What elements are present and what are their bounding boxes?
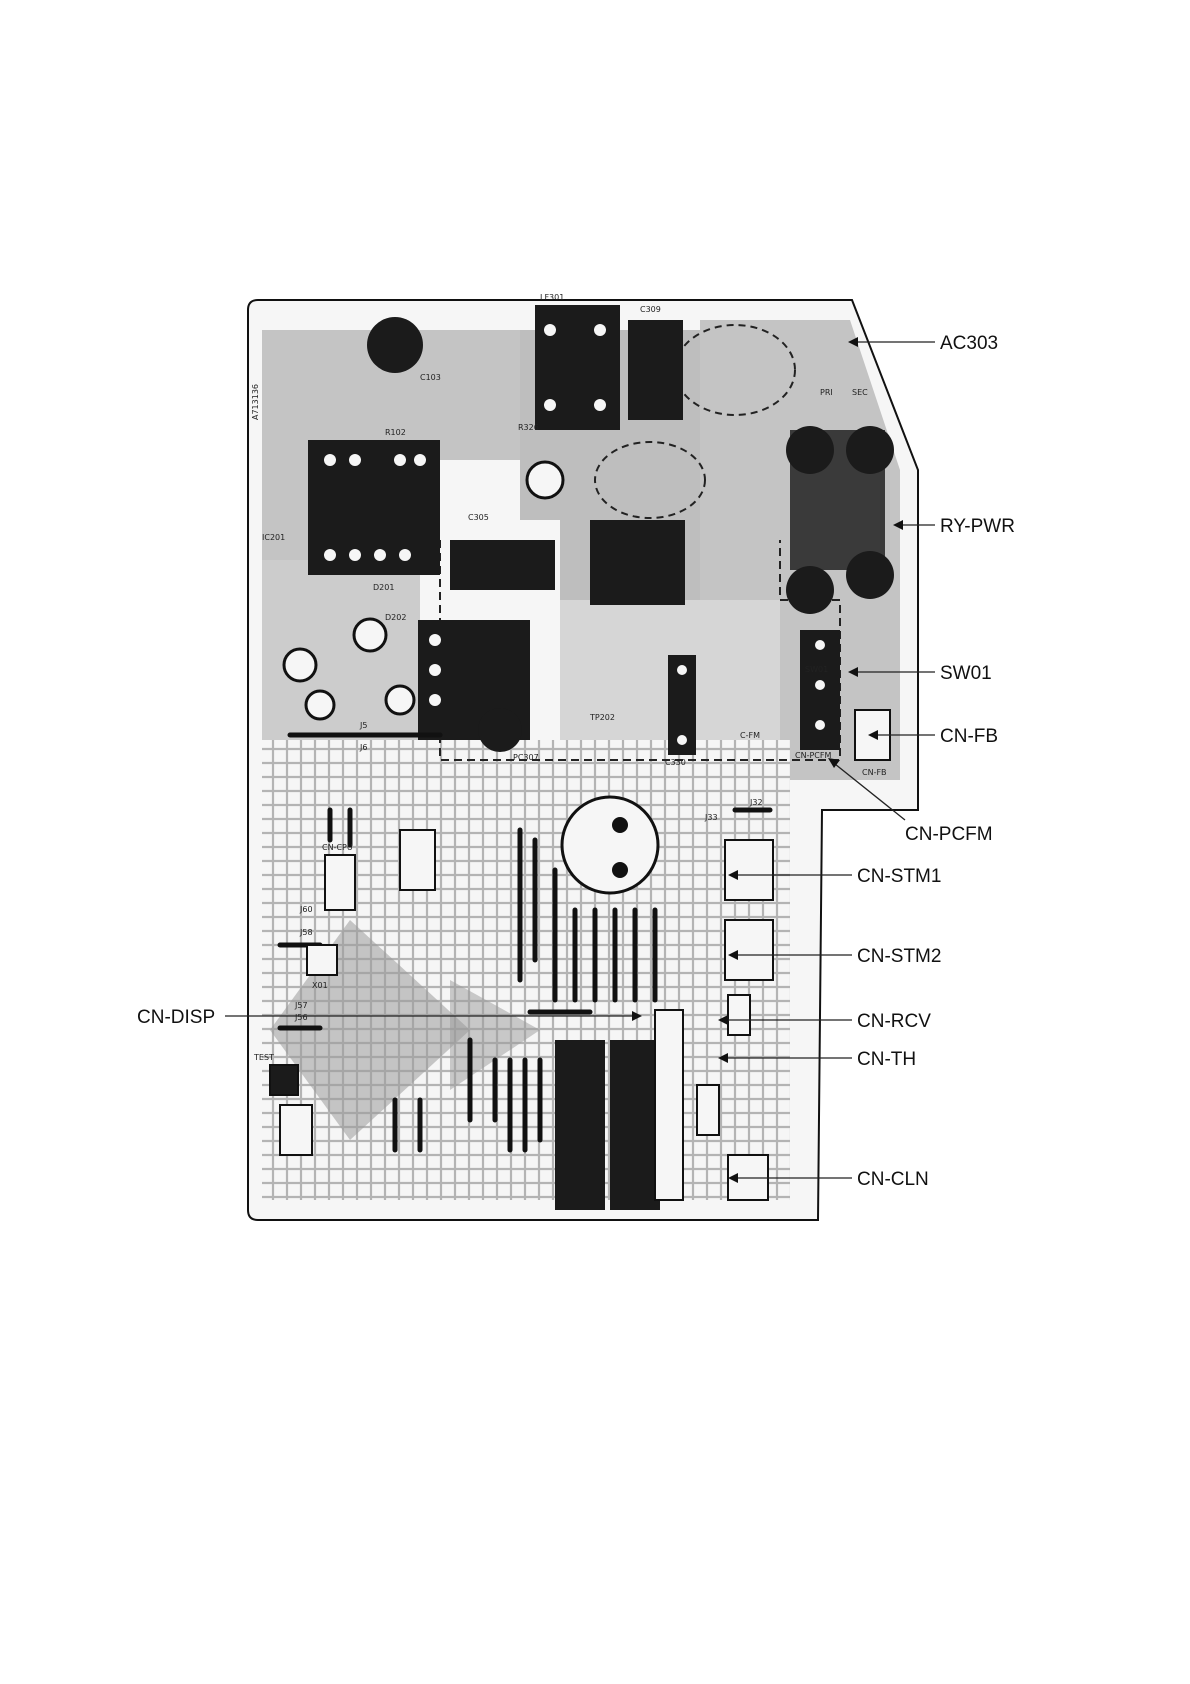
silk-test: TEST	[253, 1053, 274, 1062]
ic-large-2	[610, 1040, 660, 1210]
silk-tp202: TP202	[589, 713, 615, 722]
silk-pri: PRI	[820, 388, 833, 397]
silk-lf301: LF301	[540, 293, 564, 302]
relay-coil-3	[786, 566, 834, 614]
connector-cn-th	[697, 1085, 719, 1135]
label-ry-pwr: RY-PWR	[940, 516, 1015, 537]
connector-cn-cpu	[325, 855, 355, 910]
silk-ic201: IC201	[262, 533, 285, 542]
small-cap-1	[284, 649, 316, 681]
silk-j5: J5	[359, 721, 367, 730]
bridge-pad-2	[612, 862, 628, 878]
silk-cn-fb: CN-FB	[862, 768, 887, 777]
silk-c103: C103	[420, 373, 441, 382]
silk-cn-cpu: CN-CPU	[322, 843, 353, 852]
silk-c309: C309	[640, 305, 661, 314]
silk-sw01: SW01	[805, 665, 828, 674]
relay-coil-2	[846, 426, 894, 474]
silk-c-fm: C-FM	[740, 731, 760, 740]
silk-pc307: PC307	[513, 753, 539, 762]
label-ac303: AC303	[940, 333, 998, 354]
label-cn-cln: CN-CLN	[857, 1169, 929, 1190]
small-cap-3	[386, 686, 414, 714]
electrolytic-capacitor-c103	[367, 317, 423, 373]
silk-x01: X01	[312, 981, 328, 990]
silk-j58: J58	[299, 928, 313, 937]
silk-cn-pcfm: CN-PCFM	[795, 751, 831, 760]
bridge-pad-1	[612, 817, 628, 833]
cap-near-r326	[527, 462, 563, 498]
crystal-x01	[307, 945, 337, 975]
silk-j6: J6	[359, 743, 367, 752]
connector-cn-wodc	[280, 1105, 312, 1155]
label-cn-stm2: CN-STM2	[857, 946, 941, 967]
silk-r102: R102	[385, 428, 406, 437]
small-cap-4	[306, 691, 334, 719]
ic-small	[400, 830, 435, 890]
block-sec-pri	[450, 540, 555, 590]
silk-j32: J32	[749, 798, 763, 807]
silk-d201: D201	[373, 583, 394, 592]
transistor-pcb307	[478, 708, 522, 752]
silk-j57: J57	[294, 1001, 308, 1010]
connector-cn-stm1	[725, 840, 773, 900]
relay-coil-1	[786, 426, 834, 474]
bridge-capacitor	[562, 797, 658, 893]
silk-d202: D202	[385, 613, 406, 622]
silk-j33: J33	[704, 813, 718, 822]
label-cn-pcfm: CN-PCFM	[905, 824, 993, 845]
test-pad	[270, 1065, 298, 1095]
silk-j56: J56	[294, 1013, 308, 1022]
relay-coil-4	[846, 551, 894, 599]
label-cn-th: CN-TH	[857, 1049, 916, 1070]
label-cn-disp: CN-DISP	[137, 1007, 215, 1028]
silk-j60: J60	[299, 905, 313, 914]
connector-cn-disp	[655, 1010, 683, 1200]
label-cn-stm1: CN-STM1	[857, 866, 941, 887]
label-sw01: SW01	[940, 663, 992, 684]
line-filter-lf301	[535, 305, 620, 430]
silk-sec: SEC	[852, 388, 868, 397]
small-cap-2	[354, 619, 386, 651]
silk-c305: C305	[468, 513, 489, 522]
ic-large-1	[555, 1040, 605, 1210]
label-cn-fb: CN-FB	[940, 726, 998, 747]
connector-cn-rcv	[728, 995, 750, 1035]
silk-part-number: A713136	[251, 384, 260, 420]
connector-cn-stm2	[725, 920, 773, 980]
capacitor-c309	[628, 320, 683, 420]
label-cn-rcv: CN-RCV	[857, 1011, 931, 1032]
relay-block	[590, 520, 685, 605]
silk-c330: C330	[665, 758, 686, 767]
silk-r326: R326	[518, 423, 539, 432]
